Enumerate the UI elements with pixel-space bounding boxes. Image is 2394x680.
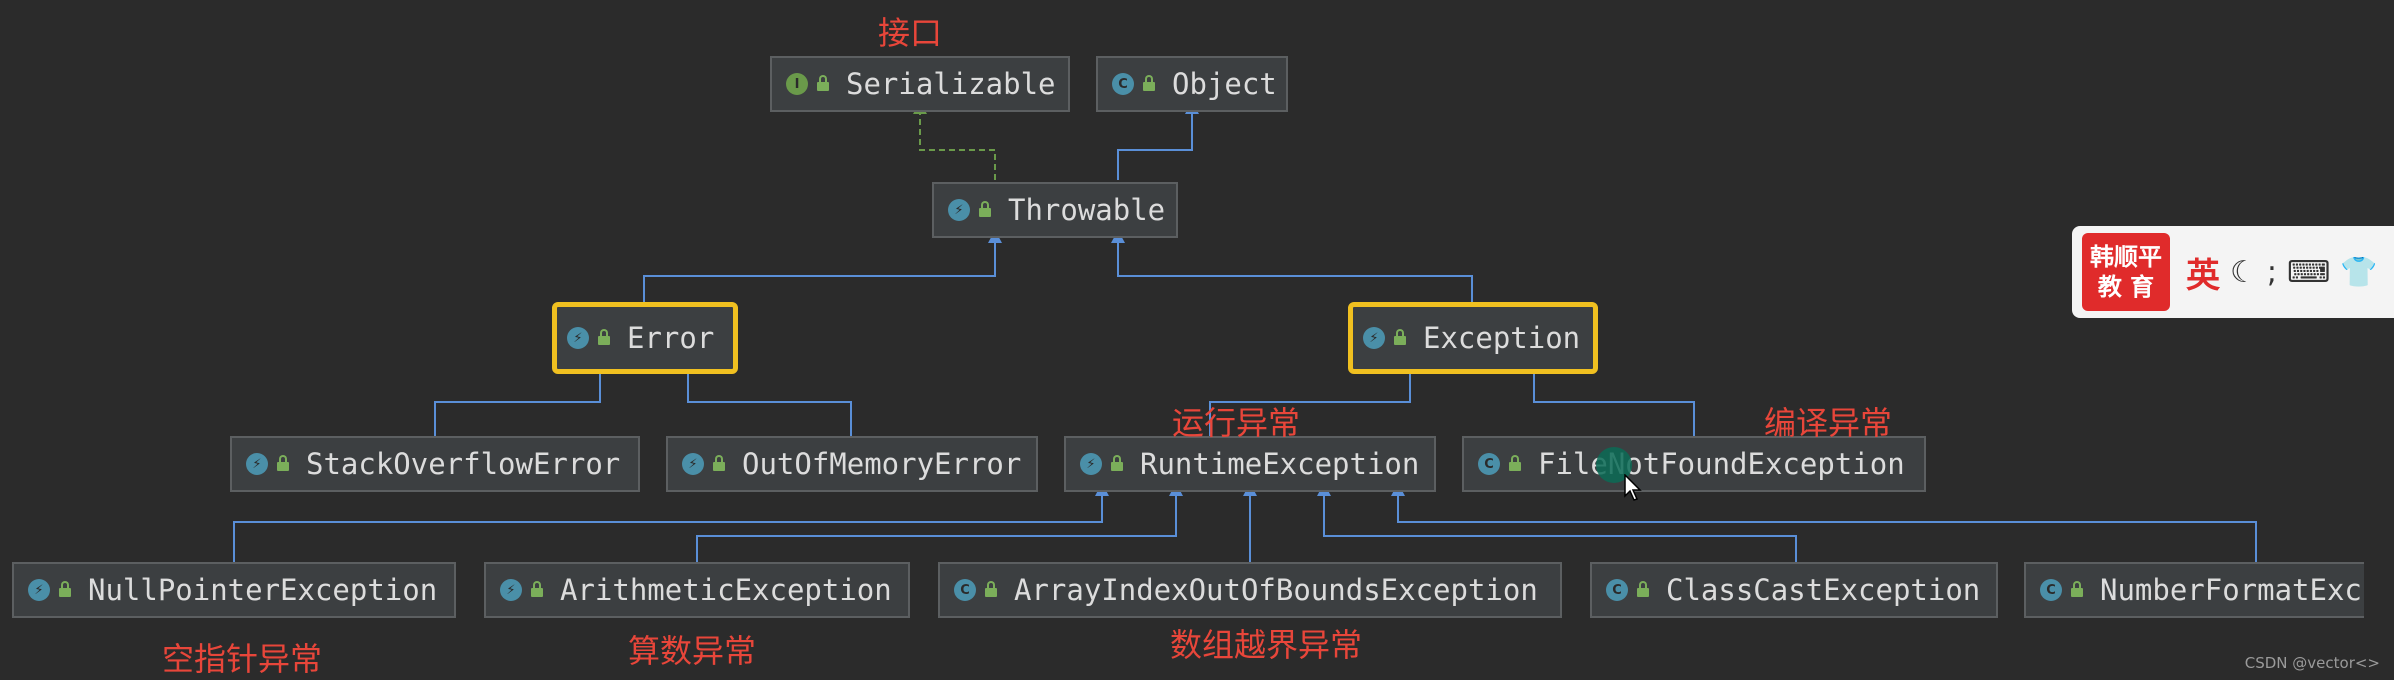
class-node-object[interactable]: C Object	[1096, 56, 1288, 112]
ime-logo: 韩顺平 教 育	[2082, 233, 2170, 311]
node-label: FileNotFoundException	[1538, 447, 1905, 481]
class-node-throwable[interactable]: ⚡ Throwable	[932, 182, 1178, 238]
exception-class-icon: ⚡	[948, 199, 970, 221]
lock-icon	[1110, 455, 1124, 473]
edge-classcast-runtime	[1317, 483, 1797, 562]
lock-icon	[1636, 581, 1650, 599]
edge-runtime-exception	[1209, 357, 1417, 436]
exception-class-icon: ⚡	[682, 453, 704, 475]
class-icon: C	[2040, 579, 2062, 601]
lock-icon	[712, 455, 726, 473]
lock-icon	[530, 581, 544, 599]
node-label: NullPointerException	[88, 573, 438, 607]
class-node-error[interactable]: ⚡ Error	[552, 302, 738, 374]
annotation-compile: 编译异常	[1764, 404, 1893, 442]
node-label: Serializable	[846, 67, 1056, 101]
ime-language-toggle[interactable]: 英	[2186, 255, 2220, 296]
class-node-arrayindexoutofboundsexception[interactable]: C ArrayIndexOutOfBoundsException	[938, 562, 1562, 618]
node-label: Exception	[1423, 321, 1581, 355]
class-node-stackoverflowerror[interactable]: ⚡ StackOverflowError	[230, 436, 640, 492]
annotation-nullpointer: 空指针异常	[162, 640, 323, 678]
interface-icon: I	[786, 73, 808, 95]
lock-icon	[984, 581, 998, 599]
node-label: Throwable	[1008, 193, 1166, 227]
class-node-classcastexception[interactable]: C ClassCastException	[1590, 562, 1998, 618]
edge-outofmemory-error	[681, 357, 852, 436]
annotation-arithmetic: 算数异常	[628, 632, 757, 670]
node-label: ArrayIndexOutOfBoundsException	[1014, 573, 1538, 607]
node-label: Error	[627, 321, 715, 355]
node-label: OutOfMemoryError	[742, 447, 1022, 481]
edge-throwable-serializable	[913, 101, 996, 180]
lock-icon	[816, 75, 830, 93]
class-node-serializable[interactable]: I Serializable	[770, 56, 1070, 112]
edge-numberformat-runtime	[1391, 483, 2257, 562]
edge-exception-throwable	[1111, 230, 1473, 302]
annotation-runtime: 运行异常	[1172, 404, 1301, 442]
class-node-outofmemoryerror[interactable]: ⚡ OutOfMemoryError	[666, 436, 1038, 492]
node-label: Object	[1172, 67, 1277, 101]
edge-error-throwable	[643, 230, 1002, 302]
class-icon: C	[1606, 579, 1628, 601]
node-label: ArithmeticException	[560, 573, 892, 607]
exception-class-icon: ⚡	[500, 579, 522, 601]
class-node-arithmeticexception[interactable]: ⚡ ArithmeticException	[484, 562, 910, 618]
lock-icon	[58, 581, 72, 599]
edge-throwable-object	[1117, 101, 1199, 180]
class-node-nullpointerexception[interactable]: ⚡ NullPointerException	[12, 562, 456, 618]
shirt-icon[interactable]: 👕	[2340, 254, 2378, 290]
lock-icon	[1142, 75, 1156, 93]
exception-class-icon: ⚡	[1080, 453, 1102, 475]
lock-icon	[1508, 455, 1522, 473]
keyboard-icon[interactable]: ⌨	[2287, 254, 2331, 290]
ime-logo-line1: 韩顺平	[2090, 243, 2162, 271]
class-node-exception[interactable]: ⚡ Exception	[1348, 302, 1598, 374]
annotation-arrayindex: 数组越界异常	[1170, 626, 1363, 664]
edge-stackoverflow-error	[434, 357, 607, 436]
exception-class-icon: ⚡	[246, 453, 268, 475]
node-label: RuntimeException	[1140, 447, 1420, 481]
lock-icon	[1393, 329, 1407, 347]
node-label: ClassCastException	[1666, 573, 1981, 607]
ime-logo-line2: 教 育	[2097, 273, 2155, 301]
lock-icon	[597, 329, 611, 347]
class-icon: C	[1112, 73, 1134, 95]
class-node-runtimeexception[interactable]: ⚡ RuntimeException	[1064, 436, 1436, 492]
class-icon: C	[1478, 453, 1500, 475]
lock-icon	[276, 455, 290, 473]
lock-icon	[2070, 581, 2084, 599]
annotation-interface: 接口	[878, 14, 943, 52]
node-label: StackOverflowError	[306, 447, 621, 481]
node-label: NumberFormatExc	[2100, 573, 2362, 607]
exception-class-icon: ⚡	[28, 579, 50, 601]
edge-nullpointer-runtime	[233, 483, 1109, 562]
edge-filenotfound-exception	[1527, 357, 1695, 436]
ime-toolbar[interactable]: 韩顺平 教 育 英 ☾ ; ⌨ 👕	[2072, 226, 2394, 318]
class-node-numberformatexception[interactable]: C NumberFormatExc	[2024, 562, 2364, 618]
exception-class-icon: ⚡	[567, 327, 589, 349]
moon-icon[interactable]: ☾	[2230, 254, 2257, 290]
punctuation-icon[interactable]: ;	[2266, 254, 2278, 290]
lock-icon	[978, 201, 992, 219]
class-node-filenotfoundexception[interactable]: C FileNotFoundException	[1462, 436, 1926, 492]
watermark: CSDN @vector<>	[2244, 654, 2380, 672]
edge-arithmetic-runtime	[696, 483, 1183, 562]
mouse-pointer-icon	[1624, 474, 1642, 501]
class-icon: C	[954, 579, 976, 601]
exception-class-icon: ⚡	[1363, 327, 1385, 349]
